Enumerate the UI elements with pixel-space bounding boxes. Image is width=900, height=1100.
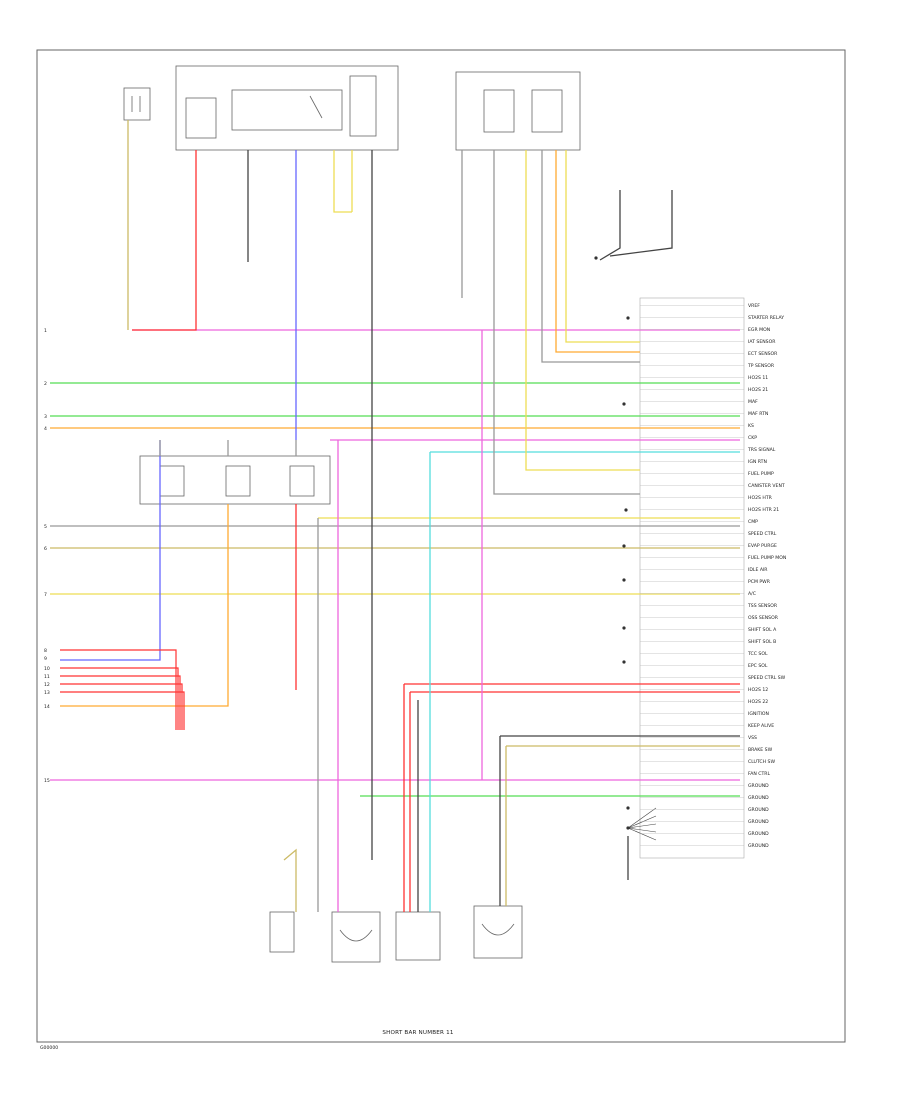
wire-vertical bbox=[168, 504, 229, 707]
right-pin-label: TP SENSOR bbox=[747, 363, 775, 369]
right-pin-label: IDLE AIR bbox=[748, 567, 768, 573]
wire-horizontal bbox=[627, 823, 657, 829]
left-pin-label: 1 bbox=[44, 328, 47, 334]
wire-horizontal bbox=[627, 807, 657, 829]
right-pin-label: TRS SIGNAL bbox=[747, 447, 776, 453]
right-pin-label: TCC SOL bbox=[747, 651, 768, 657]
right-pin-label: STARTER RELAY bbox=[748, 315, 784, 321]
component-top-left-relay bbox=[123, 87, 151, 121]
left-pin-label: 12 bbox=[44, 682, 50, 688]
right-pin-label: IAT SENSOR bbox=[748, 339, 776, 345]
right-pin-label: HO2S 21 bbox=[748, 387, 768, 393]
wire-vertical bbox=[599, 190, 621, 261]
wire-vertical bbox=[333, 150, 352, 213]
diagram-frame bbox=[36, 49, 846, 1043]
wires bbox=[50, 120, 740, 912]
right-pin-label: VSS bbox=[748, 735, 757, 741]
right-pin-label: A/C bbox=[748, 591, 756, 597]
right-pin-label: CLUTCH SW bbox=[748, 759, 775, 765]
right-pin-label: GROUND bbox=[748, 795, 769, 801]
right-pin-label: SHIFT SOL B bbox=[748, 639, 776, 645]
wire-vertical bbox=[555, 150, 640, 353]
wire-horizontal bbox=[60, 675, 181, 730]
right-pin-label: EGR MON bbox=[748, 327, 770, 333]
wire-vertical bbox=[525, 150, 640, 471]
right-pin-label: EPC SOL bbox=[748, 663, 768, 669]
right-pin-label: CMP bbox=[748, 519, 758, 525]
right-pin-label: GROUND bbox=[748, 819, 769, 825]
right-pin-label: EVAP PURGE bbox=[748, 543, 777, 549]
wire-horizontal bbox=[627, 815, 657, 829]
left-pin-label: 3 bbox=[44, 414, 47, 420]
ground-symbols bbox=[594, 256, 630, 830]
right-pin-label: HO2S HTR bbox=[748, 495, 773, 501]
left-pin-label: 10 bbox=[44, 666, 50, 672]
wire-vertical bbox=[541, 150, 640, 363]
right-pin-label: HO2S 12 bbox=[748, 687, 768, 693]
right-pin-label: CKP bbox=[748, 435, 757, 441]
right-pin-label: PCM PWR bbox=[748, 579, 771, 585]
right-pin-label: GROUND bbox=[748, 831, 769, 837]
wire-vertical bbox=[283, 848, 297, 912]
left-pin-label: 5 bbox=[44, 524, 47, 530]
right-pin-label: BRAKE SW bbox=[748, 747, 773, 753]
left-pin-label: 15 bbox=[44, 778, 50, 784]
right-pin-label: MAF bbox=[748, 399, 758, 405]
right-pin-label: IGNITION bbox=[748, 711, 769, 717]
right-pin-label: FAN CTRL bbox=[748, 771, 770, 777]
wire-horizontal bbox=[60, 691, 185, 730]
right-pin-label: CANISTER VENT bbox=[748, 483, 785, 489]
wire-vertical bbox=[60, 440, 161, 661]
wire-vertical bbox=[609, 190, 673, 257]
wire-horizontal bbox=[627, 827, 657, 833]
right-pin-label: KS bbox=[748, 423, 754, 429]
wire-vertical bbox=[493, 150, 640, 495]
wire-horizontal bbox=[60, 683, 183, 730]
pcm-connector bbox=[639, 297, 745, 859]
right-pin-label: IGN RTN bbox=[748, 459, 767, 465]
right-pin-label: GROUND bbox=[748, 843, 769, 849]
right-pin-label: HO2S 11 bbox=[748, 375, 768, 381]
component-top-center-module bbox=[175, 65, 399, 151]
wire-vertical bbox=[132, 150, 197, 331]
right-pin-label: FUEL PUMP MON bbox=[748, 555, 786, 561]
right-pin-label: OSS SENSOR bbox=[748, 615, 779, 621]
left-pin-label: 13 bbox=[44, 690, 50, 696]
right-pin-label: SPEED CTRL bbox=[748, 531, 777, 537]
right-pin-label: ECT SENSOR bbox=[748, 351, 778, 357]
left-pin-label: 8 bbox=[44, 648, 47, 654]
right-pin-label: MAF RTN bbox=[748, 411, 768, 417]
right-pin-labels: VREF STARTER RELAY EGR MON IAT SENSOR ECT SE… bbox=[640, 303, 786, 849]
left-pin-label: 7 bbox=[44, 592, 47, 598]
wire-vertical bbox=[565, 150, 640, 343]
left-pin-label: 11 bbox=[44, 674, 50, 680]
right-pin-label: HO2S HTR 21 bbox=[748, 507, 779, 513]
left-pin-label: 4 bbox=[44, 426, 47, 432]
wire-horizontal bbox=[627, 827, 657, 841]
wire-horizontal bbox=[60, 649, 177, 730]
left-pin-label: 9 bbox=[44, 656, 47, 662]
right-pin-label: SHIFT SOL A bbox=[748, 627, 777, 633]
left-pin-label: 2 bbox=[44, 381, 47, 387]
left-pin-label: 14 bbox=[44, 704, 50, 710]
right-pin-label: VREF bbox=[748, 303, 760, 309]
component-bottom-connectors bbox=[269, 905, 523, 963]
right-pin-label: GROUND bbox=[748, 783, 769, 789]
component-middle-relay-box bbox=[139, 455, 331, 505]
right-pin-label: FUEL PUMP bbox=[748, 471, 774, 477]
right-pin-label: GROUND bbox=[748, 807, 769, 813]
component-top-right-relay bbox=[455, 71, 581, 151]
right-pin-label: TSS SENSOR bbox=[747, 603, 778, 609]
diagram-caption: SHORT BAR NUMBER 11 bbox=[382, 1030, 453, 1036]
right-pin-label: KEEP ALIVE bbox=[748, 723, 774, 729]
left-pin-label: 6 bbox=[44, 546, 47, 552]
diagram-footer-code: G00000 bbox=[40, 1045, 58, 1051]
wire-horizontal bbox=[60, 667, 179, 730]
right-pin-label: SPEED CTRL SW bbox=[748, 675, 786, 681]
right-pin-label: HO2S 22 bbox=[748, 699, 768, 705]
